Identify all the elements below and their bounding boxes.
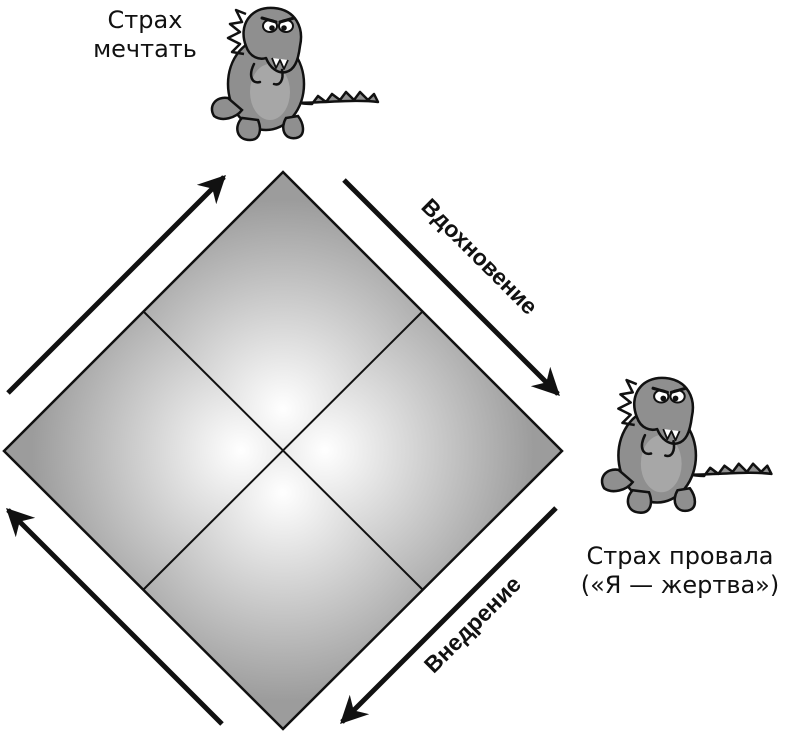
dinosaur-icon xyxy=(600,376,773,515)
dinosaur-icon xyxy=(210,6,380,142)
fear-dream-line-2: мечтать xyxy=(93,34,197,63)
fear-failure-label: Страх провала («Я — жертва») xyxy=(575,542,785,600)
fear-dream-line-1: Страх xyxy=(107,6,183,34)
fear-dream-label: Страх мечтать xyxy=(60,6,230,64)
diagonal-divider-2 xyxy=(142,310,424,591)
arrow-icon xyxy=(342,178,560,396)
diamond-model xyxy=(2,170,564,731)
fear-failure-line-2: («Я — жертва») xyxy=(580,570,780,599)
arrow-icon xyxy=(6,175,226,395)
inspiration-label: Вдохновение xyxy=(416,193,542,319)
arrow-icon xyxy=(6,508,224,726)
arrow-icon xyxy=(340,506,558,724)
fear-failure-line-1: Страх провала xyxy=(586,542,774,570)
diamond-outline xyxy=(2,170,564,731)
implementation-label: Внедрение xyxy=(419,571,526,678)
